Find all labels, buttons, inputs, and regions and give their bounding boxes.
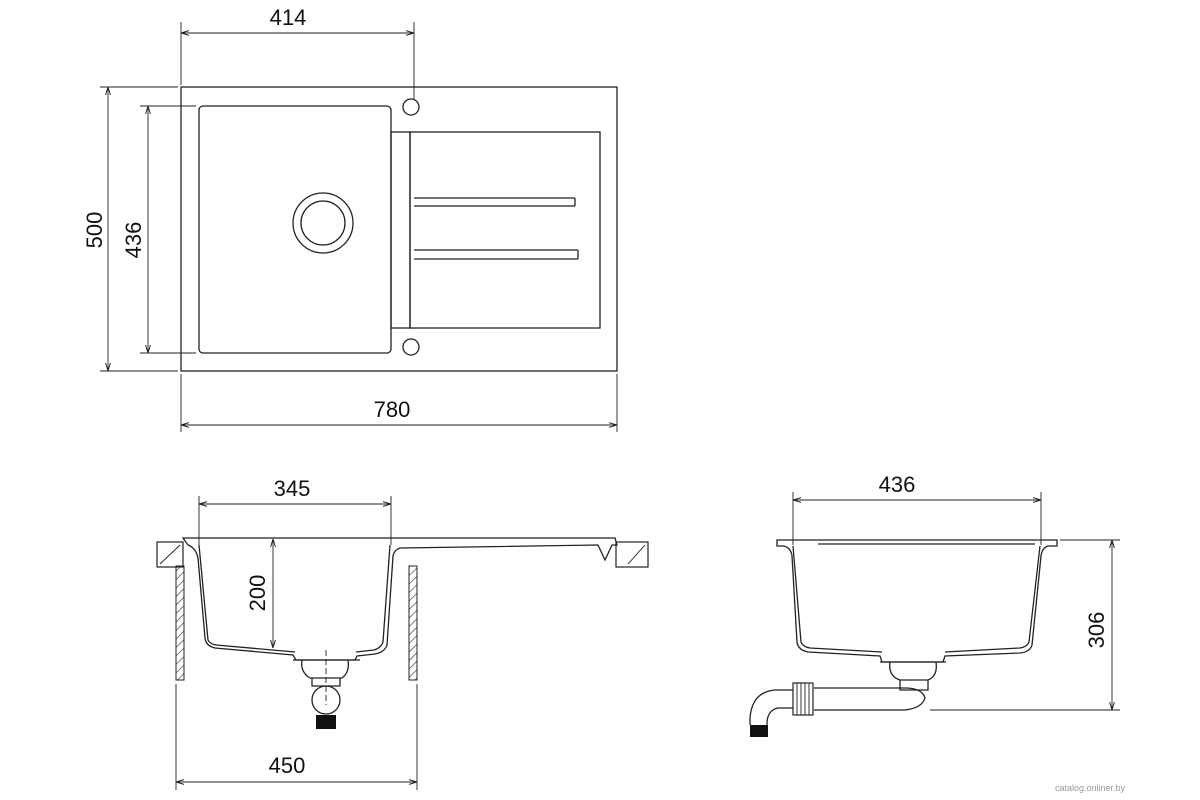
- drainboard-groove: [414, 249, 579, 260]
- drain-pipe: [814, 687, 926, 711]
- dim-414: 414: [270, 5, 307, 30]
- dim-436: 436: [121, 222, 146, 259]
- front-section: 345 200 450: [156, 476, 649, 790]
- tap-hole-icon: [402, 98, 420, 116]
- sink-profile: [776, 539, 1058, 663]
- drainboard-groove: [414, 197, 576, 207]
- countertop: [615, 541, 649, 568]
- dim-500: 500: [82, 212, 107, 249]
- sink-outline: [180, 86, 618, 372]
- cabinet-wall: [175, 565, 185, 681]
- bowl-outline: [198, 105, 392, 354]
- dim-780: 780: [374, 397, 411, 422]
- dim-200: 200: [245, 575, 270, 612]
- drainboard: [409, 131, 601, 329]
- drain-pipe: [316, 715, 336, 729]
- tap-hole-icon: [402, 338, 420, 356]
- drain-icon: [292, 192, 354, 254]
- watermark: catalog.onliner.by: [1055, 783, 1126, 793]
- cabinet-wall: [408, 565, 418, 681]
- pipe-end: [750, 725, 768, 737]
- bowl-rim: [390, 131, 411, 329]
- dim-436: 436: [879, 472, 916, 497]
- top-view: 414 500 436 780: [82, 5, 618, 432]
- siphon-elbow: [749, 689, 793, 725]
- dim-345: 345: [274, 476, 311, 501]
- sink-profile: [181, 537, 618, 661]
- side-section: 436 306: [749, 472, 1120, 737]
- dim-450: 450: [269, 753, 306, 778]
- dim-306: 306: [1084, 612, 1109, 649]
